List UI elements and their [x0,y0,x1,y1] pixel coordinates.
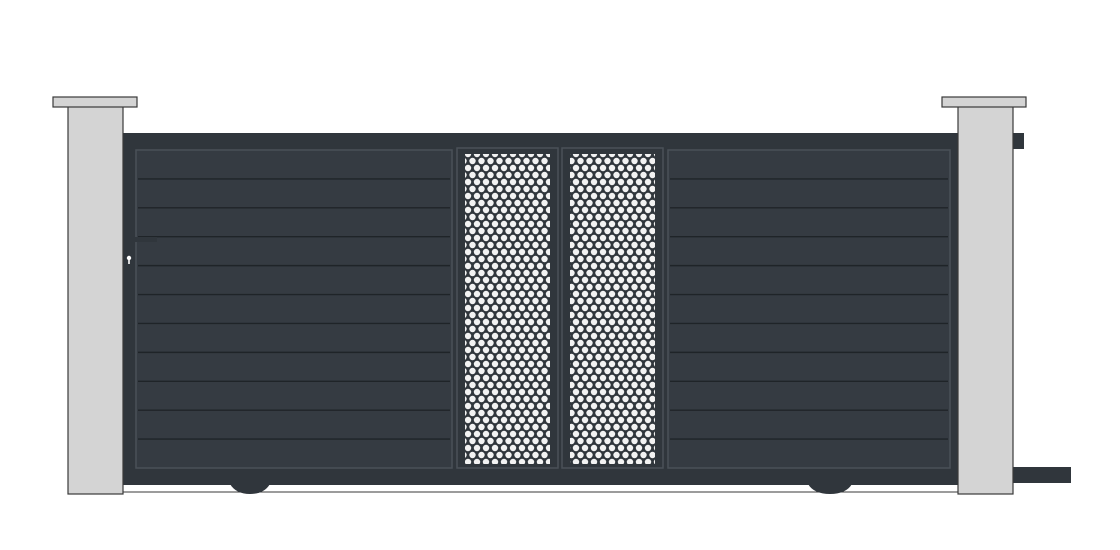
wheel-right [808,484,852,494]
perforated-panel-2-mesh [570,154,655,464]
perforated-panel-1-mesh [465,154,550,464]
left-panel-body [135,149,453,469]
right-slats [670,178,948,440]
wheel-left [230,484,270,494]
right-solid-panel [667,149,951,469]
handle-icon [124,232,157,272]
left-solid-panel [135,149,453,469]
top-guide [1012,133,1024,149]
left-pillar [52,96,138,495]
end-stop-rail [1012,467,1071,483]
left-slats [138,178,450,440]
keyhole-icon [126,255,132,261]
right-pillar [941,96,1027,495]
perforated-panel-1 [456,147,559,469]
right-panel-body [667,149,951,469]
ground-rail [122,482,960,485]
perforated-panel-2 [561,147,664,469]
